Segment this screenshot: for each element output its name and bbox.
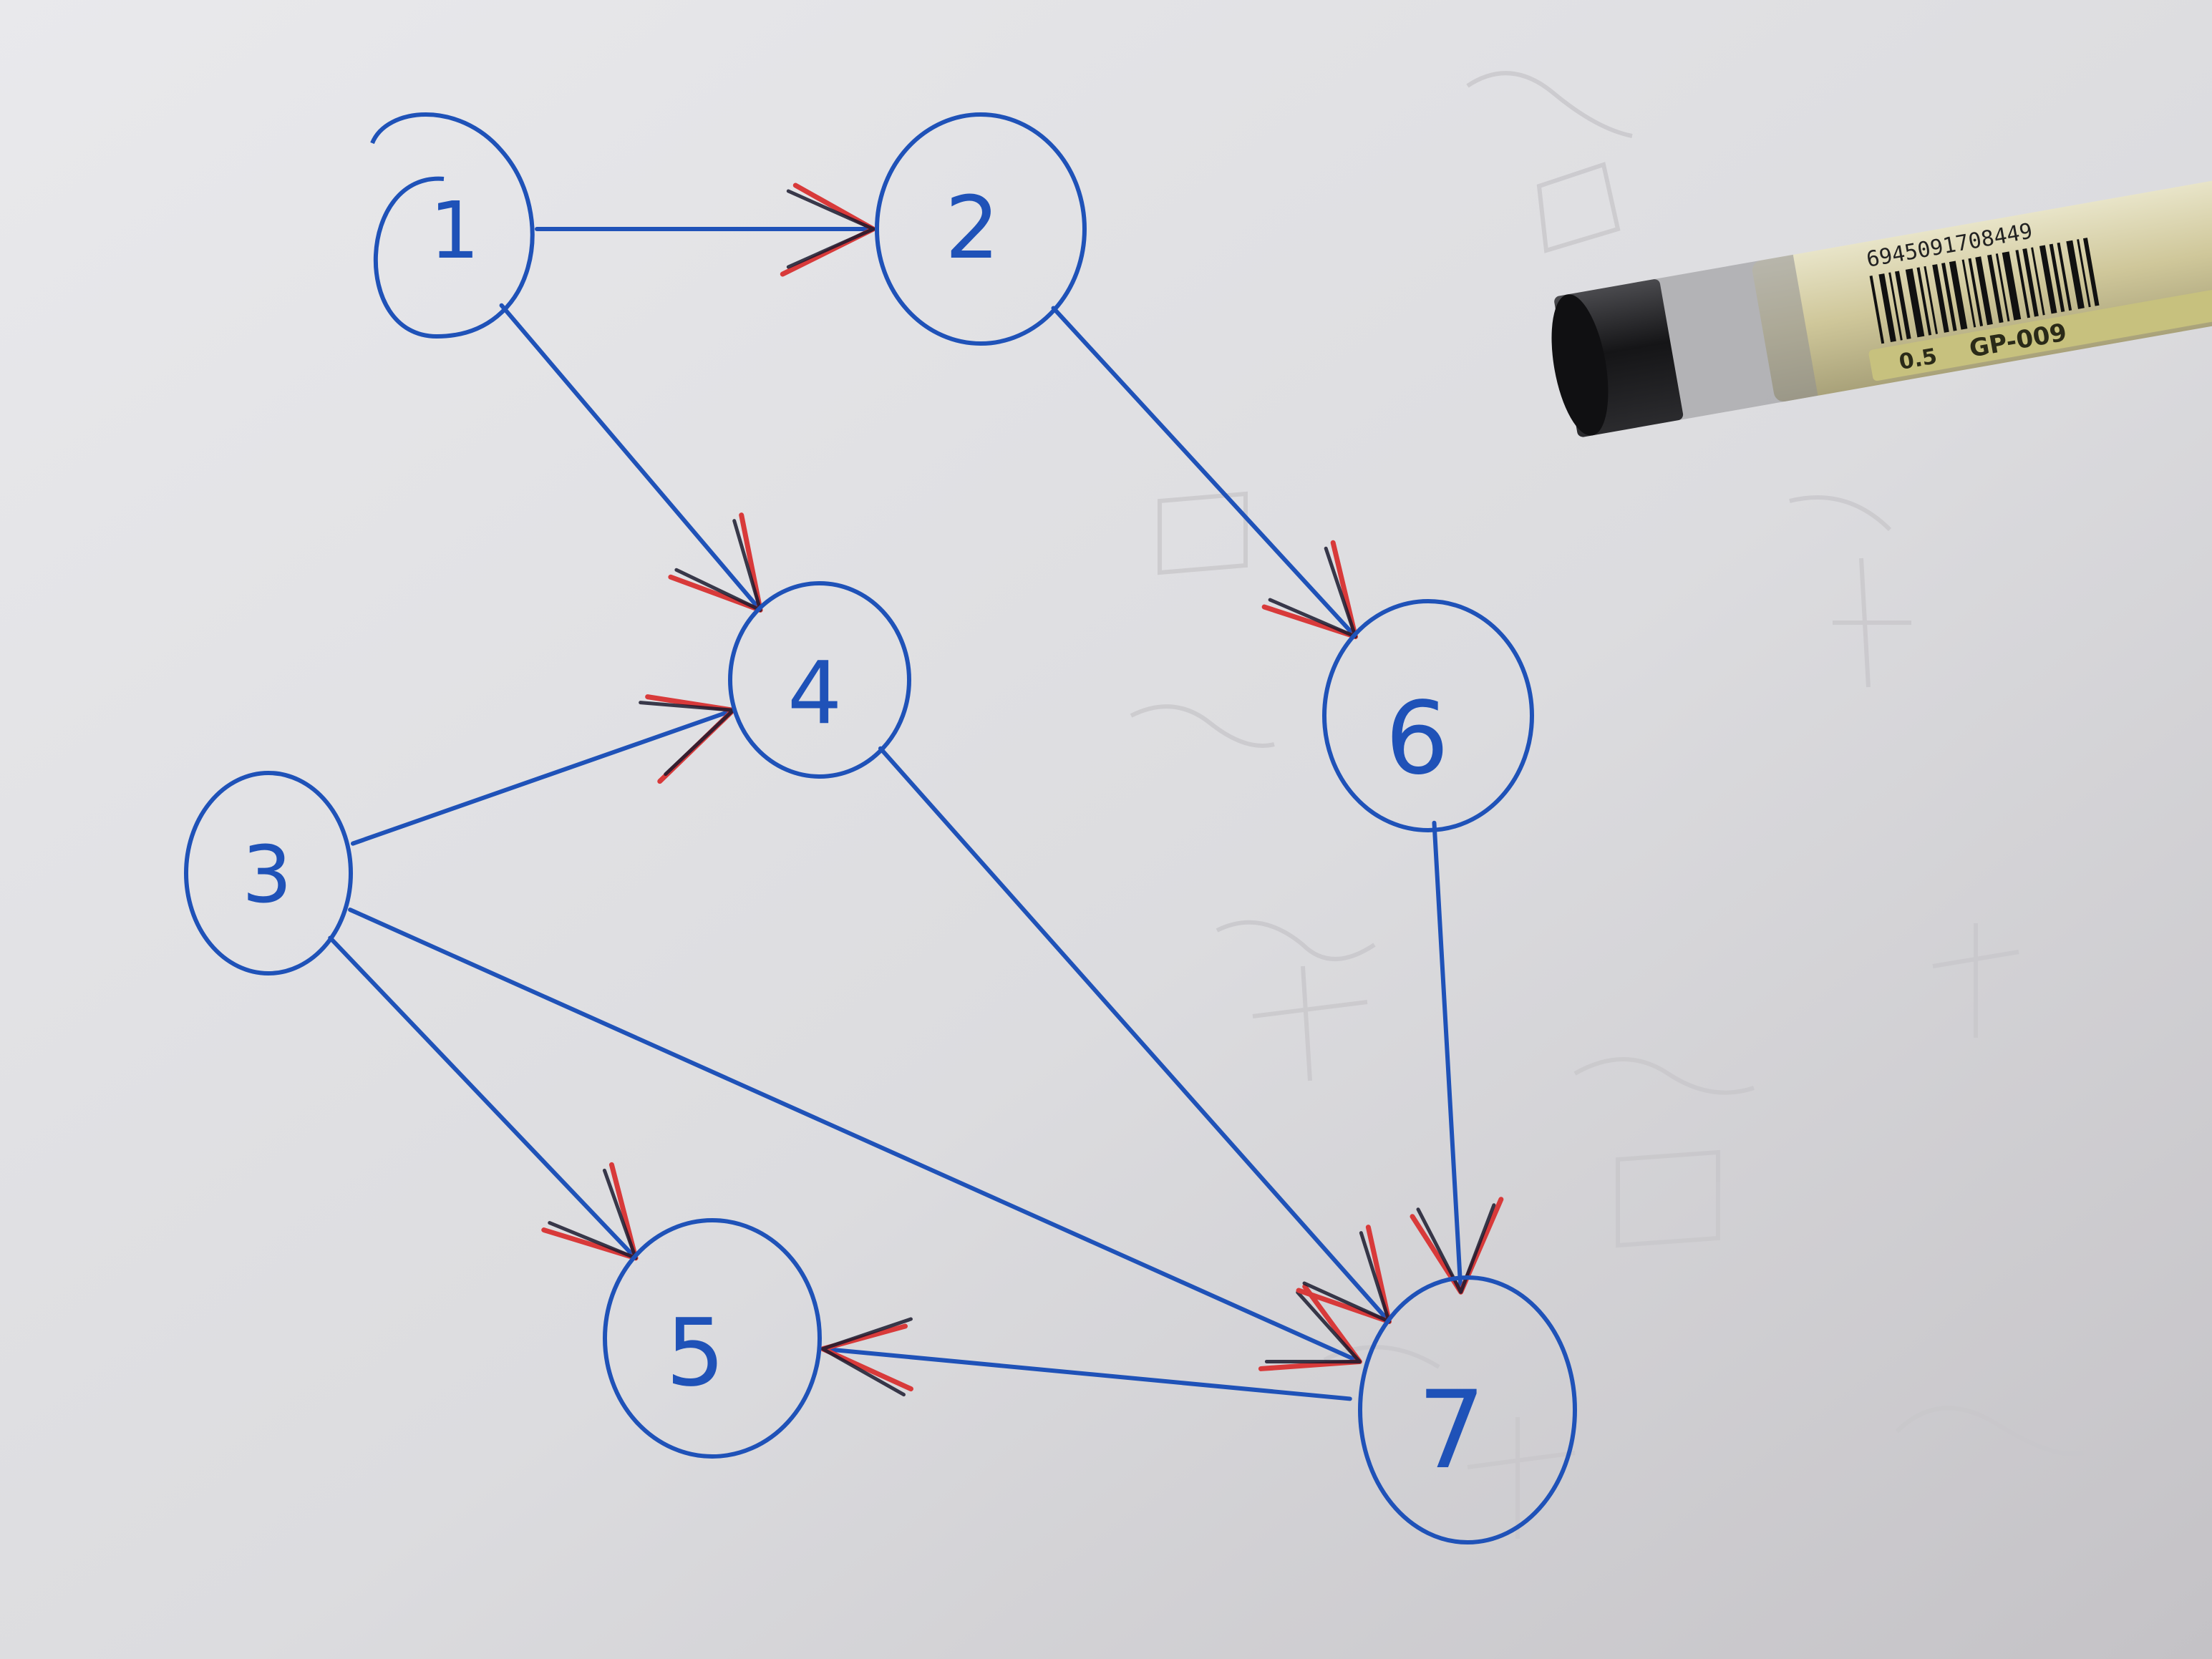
edge-1-4 — [499, 303, 763, 613]
node-3-circle — [184, 771, 353, 976]
node-6-label: 6 — [1385, 681, 1449, 797]
node-7-label: 7 — [1417, 1368, 1485, 1493]
pen-cap-end — [1551, 294, 1609, 436]
edge-2-6 — [1051, 306, 1358, 639]
node-4-label: 4 — [787, 644, 842, 744]
edge-7-5 — [820, 1346, 1352, 1401]
edges — [328, 227, 1463, 1401]
node-6: 6 — [1322, 599, 1534, 832]
pen: 6945091708449 GP-009 0.5 — [1551, 176, 2212, 437]
arrowhead-6-7 — [1410, 1197, 1504, 1295]
node-7-circle — [1358, 1275, 1577, 1544]
node-6-circle — [1322, 599, 1534, 832]
node-1-circle — [370, 112, 535, 339]
barcode — [1869, 238, 2100, 344]
node-2-label: 2 — [945, 179, 999, 278]
node-2-circle — [875, 112, 1087, 346]
pen-label-strip — [1868, 286, 2212, 381]
edge-3-7 — [348, 908, 1362, 1364]
node-5: 5 — [603, 1218, 822, 1459]
arrowhead-1-2 — [780, 183, 876, 277]
edge-6-7 — [1432, 820, 1463, 1295]
pen-clear-section — [1631, 254, 1818, 424]
node-4-circle — [728, 581, 911, 779]
edge-4-7 — [878, 746, 1392, 1324]
node-5-circle — [603, 1218, 822, 1459]
node-3: 3 — [184, 771, 353, 976]
show-through-writing — [1130, 71, 2084, 1539]
node-4: 4 — [728, 581, 911, 779]
node-3-label: 3 — [242, 829, 292, 920]
arrowhead-7-5 — [820, 1317, 913, 1397]
node-1-label: 1 — [430, 185, 480, 276]
node-7: 7 — [1358, 1275, 1577, 1544]
edge-3-4 — [350, 708, 736, 846]
node-5-label: 5 — [666, 1298, 725, 1407]
edge-3-5 — [328, 935, 639, 1260]
arrowhead-3-7 — [1258, 1284, 1362, 1371]
node-1: 1 — [370, 112, 535, 339]
node-2: 2 — [875, 112, 1087, 346]
